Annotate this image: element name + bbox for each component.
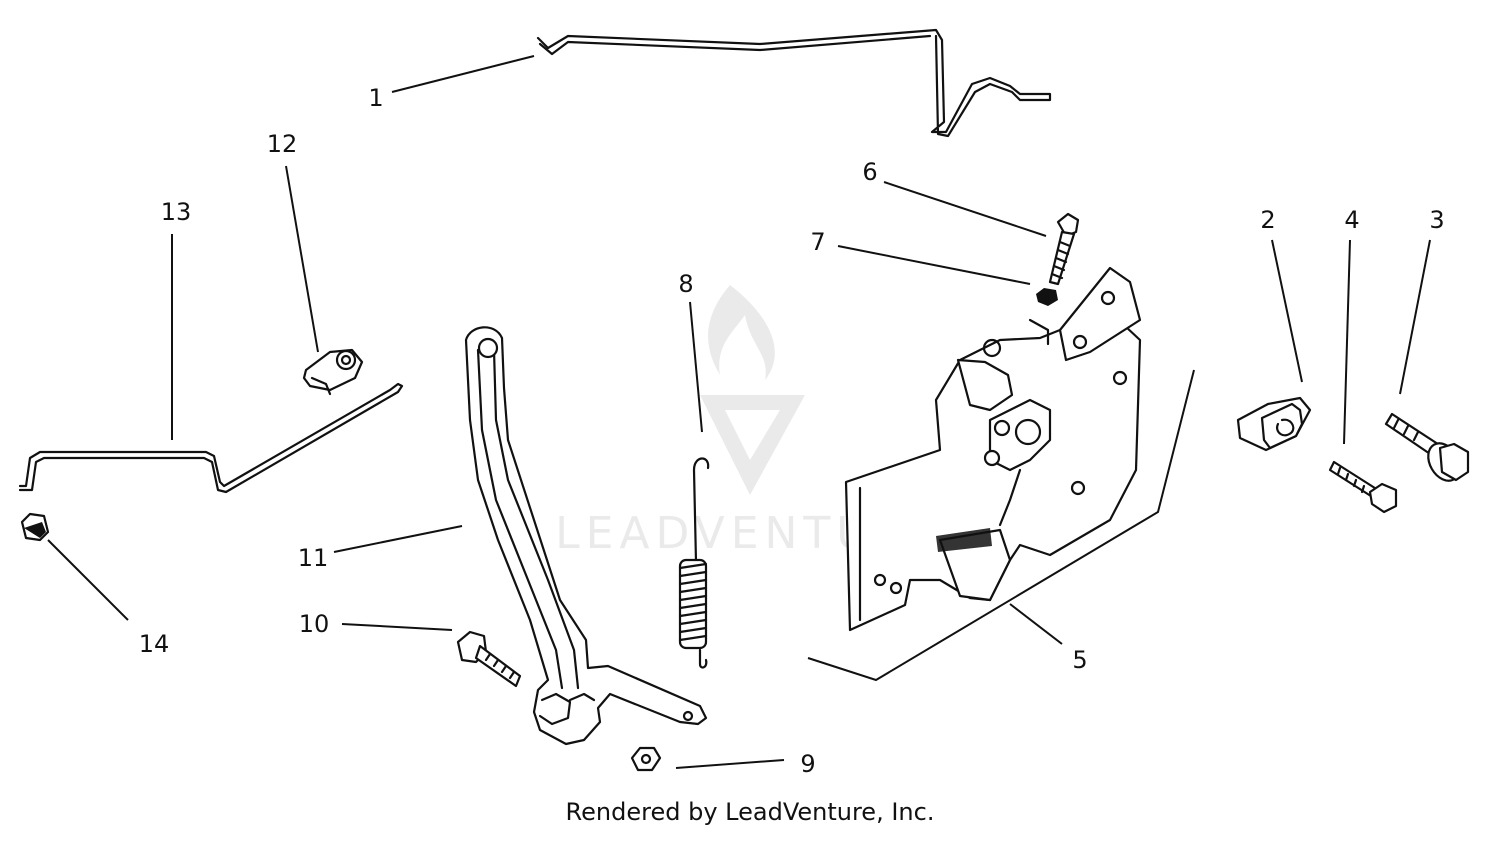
leader-8 [689,301,703,433]
part-5-control-bracket [844,266,1142,632]
callout-6: 6 [862,158,877,186]
callout-3: 3 [1429,206,1444,234]
leader-11 [333,525,463,553]
leader-2 [1271,239,1303,383]
leader-4 [1343,239,1351,445]
part-1-throttle-rod [536,28,1052,138]
part-12-rod-clip [302,348,364,396]
callout-10: 10 [299,610,330,638]
part-8-governor-spring [678,457,710,669]
callout-9: 9 [800,750,815,778]
part-7-nut [1036,288,1058,306]
part-4-bolt [1328,460,1398,514]
leader-5 [1009,603,1063,645]
leader-lines [47,55,1431,769]
callout-14: 14 [139,630,170,658]
render-credit: Rendered by LeadVenture, Inc. [565,798,935,826]
part-2-cable-clip [1236,396,1312,452]
part-6-screw [1048,212,1080,286]
callout-12: 12 [267,130,298,158]
leader-12 [285,165,319,353]
callout-5: 5 [1072,646,1087,674]
part-14-bushing [20,512,50,542]
callout-8: 8 [678,270,693,298]
callout-2: 2 [1260,206,1275,234]
part-9-hex-nut [630,746,662,772]
leader-10 [341,623,453,631]
part-5-bracket-outline [807,369,1195,682]
part-13-control-rod [18,382,404,494]
callout-4: 4 [1344,206,1359,234]
callout-1: 1 [368,84,383,112]
leader-9 [675,759,785,769]
part-11-control-lever [464,326,708,746]
leader-1 [391,55,535,93]
part-3-flange-bolt [1384,412,1470,482]
part-10-hex-bolt [456,630,522,688]
callout-11: 11 [298,544,329,572]
callout-labels: 1 2 3 4 5 6 7 8 9 10 11 12 13 14 [139,84,1445,778]
leader-14 [47,539,129,621]
leader-7 [837,245,1031,285]
callout-7: 7 [810,228,825,256]
watermark-logo [700,285,805,495]
leader-6 [883,181,1047,237]
callout-13: 13 [161,198,192,226]
leader-3 [1399,239,1431,395]
